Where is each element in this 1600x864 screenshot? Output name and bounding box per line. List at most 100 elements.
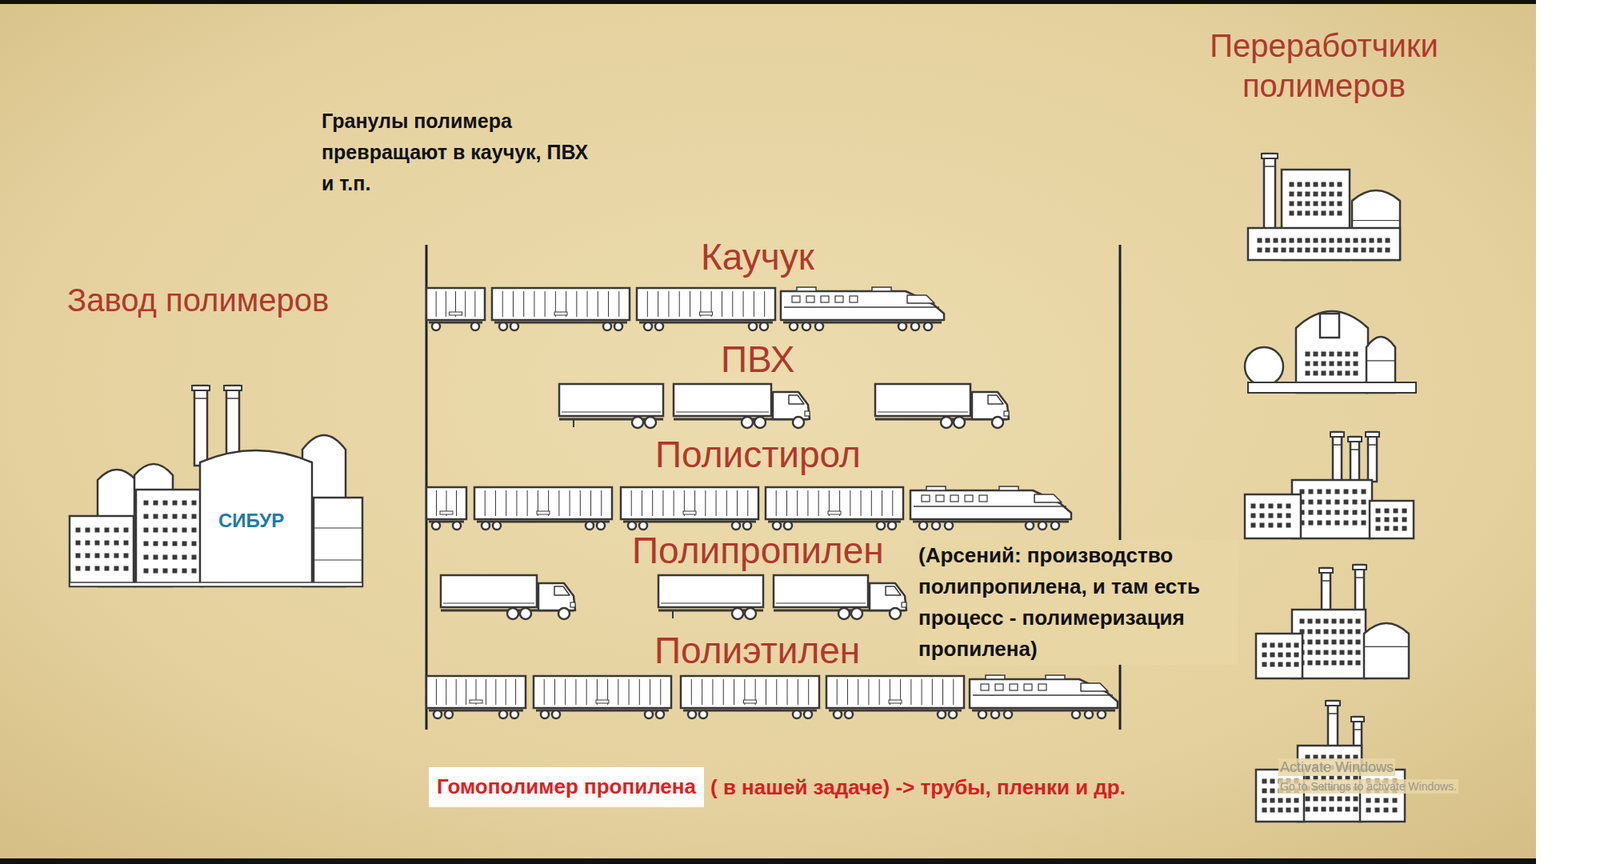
locomotive-window <box>1038 684 1047 691</box>
window <box>1313 796 1318 801</box>
window <box>182 541 187 546</box>
window <box>1286 798 1291 803</box>
wagon-rib <box>445 291 447 317</box>
wagon-rib <box>860 490 862 516</box>
wheel <box>499 710 508 719</box>
window <box>114 566 119 571</box>
top-band <box>0 0 1536 4</box>
window <box>1344 510 1348 515</box>
product-name: Полипропилен <box>632 530 884 571</box>
window <box>1337 201 1342 206</box>
window <box>1345 238 1350 243</box>
wagon-rib <box>564 679 566 705</box>
window <box>1270 779 1275 784</box>
wheel <box>1038 521 1047 530</box>
plant-base <box>69 582 363 587</box>
wagon-rib <box>736 490 738 516</box>
window <box>1352 510 1357 515</box>
wheel <box>628 521 636 530</box>
wagon-rib <box>892 490 893 516</box>
factory-base <box>1248 382 1416 393</box>
window <box>1337 807 1342 812</box>
window <box>1308 660 1312 665</box>
window <box>1402 517 1407 522</box>
window <box>1260 523 1264 528</box>
locomotive-roof <box>926 486 946 491</box>
wheel <box>754 416 766 428</box>
note-text: Гранулы полимера превращают в каучук, ПВ… <box>321 105 590 200</box>
wheel <box>844 710 853 719</box>
window <box>1329 238 1334 243</box>
wagon-rib <box>701 679 703 705</box>
window <box>95 528 100 532</box>
wagon-rib <box>673 490 675 516</box>
window <box>1300 489 1304 494</box>
wheel <box>741 416 753 428</box>
window <box>1385 248 1390 252</box>
wagon-rib <box>932 679 933 705</box>
window <box>1278 662 1283 667</box>
window <box>1294 662 1299 667</box>
window <box>163 541 168 546</box>
truck-cab <box>869 583 907 611</box>
wheel <box>499 322 508 331</box>
window <box>1300 619 1304 624</box>
wheel <box>452 521 461 530</box>
window <box>1289 192 1294 196</box>
tank-band <box>1366 360 1396 361</box>
wagon-rib <box>652 490 653 516</box>
window <box>95 566 100 571</box>
chimney <box>1332 432 1342 482</box>
window <box>1337 352 1342 356</box>
window <box>1273 248 1278 252</box>
cab-grille <box>1004 411 1009 416</box>
window <box>114 540 119 545</box>
wagon-rib <box>879 679 880 705</box>
wagon-rib <box>575 679 576 705</box>
locomotive-window <box>806 296 815 303</box>
watermark: Go to Settings to activate Windows. <box>1278 779 1459 794</box>
window <box>1251 523 1256 528</box>
truck-cab <box>538 583 576 611</box>
locomotive-window <box>964 495 973 502</box>
wagon-body <box>533 676 672 708</box>
truck-cab <box>772 392 810 420</box>
window <box>1329 352 1334 356</box>
wheel <box>644 322 652 331</box>
wheel <box>1004 710 1012 719</box>
window <box>1286 523 1291 528</box>
wagon-rib <box>952 679 954 705</box>
window <box>1262 779 1267 784</box>
wagon-rib <box>849 490 851 516</box>
window <box>144 555 148 560</box>
locomotive-window <box>921 495 930 502</box>
window <box>1337 796 1342 801</box>
window <box>1305 371 1310 376</box>
window <box>172 514 177 519</box>
wheel <box>889 608 901 620</box>
window <box>1352 500 1357 504</box>
window <box>1308 640 1312 644</box>
window <box>1337 192 1342 196</box>
watermark: Activate Windows <box>1278 758 1396 776</box>
window <box>1262 652 1267 657</box>
trailer-body <box>559 384 664 416</box>
window <box>1317 500 1322 504</box>
window <box>172 568 177 573</box>
wheel <box>520 608 532 620</box>
wheel <box>919 521 928 530</box>
chimney-band <box>194 397 208 400</box>
wheel <box>603 322 612 331</box>
window <box>1281 248 1286 252</box>
window <box>1313 352 1318 356</box>
window <box>163 500 168 505</box>
trailer-body <box>773 575 868 608</box>
wagon-rib <box>818 490 820 516</box>
window <box>1356 650 1360 655</box>
tank <box>1364 623 1409 679</box>
window <box>153 528 158 532</box>
window <box>1305 201 1310 206</box>
wagon-mark <box>440 511 453 515</box>
wheel <box>655 322 664 331</box>
